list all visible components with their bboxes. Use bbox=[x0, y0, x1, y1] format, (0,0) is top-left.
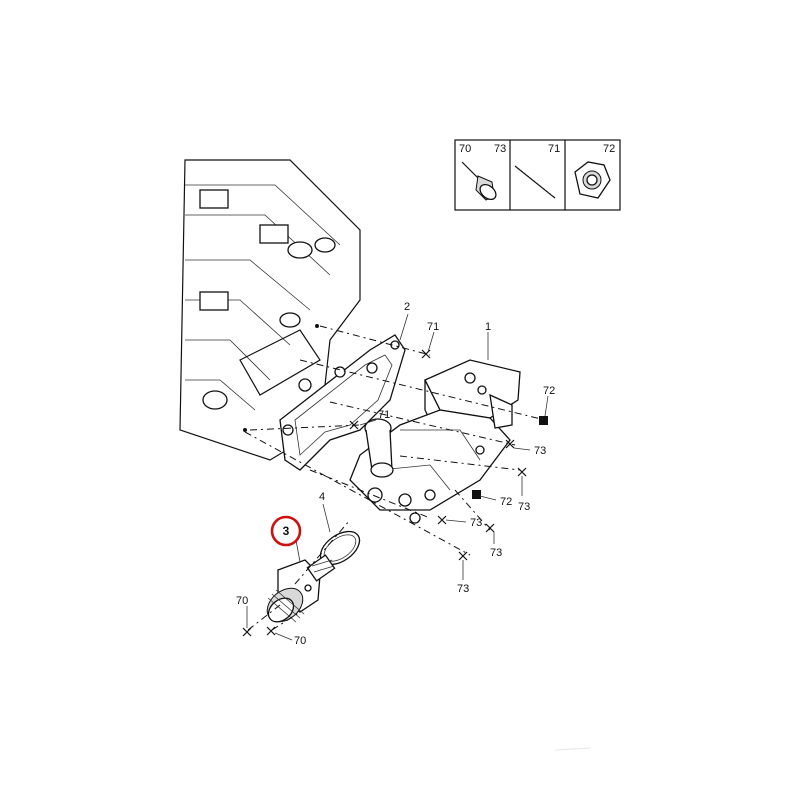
bolt-marker bbox=[505, 439, 515, 449]
thermostat-housing bbox=[349, 359, 521, 524]
legend-label-70: 70 bbox=[459, 143, 471, 155]
callout-housing: 1 bbox=[485, 321, 491, 333]
callout-gasket: 2 bbox=[404, 301, 410, 313]
assembly-axis-lines bbox=[244, 325, 546, 631]
fastener-markers bbox=[242, 349, 548, 637]
callout-bolt-73a: 73 bbox=[534, 445, 546, 457]
legend-label-72: 72 bbox=[603, 143, 615, 155]
stud-marker bbox=[349, 420, 359, 430]
stud-marker bbox=[421, 349, 431, 359]
callout-nut-72a: 72 bbox=[543, 385, 555, 397]
nut-marker bbox=[472, 490, 481, 499]
callout-bolt-70a: 70 bbox=[236, 595, 248, 607]
page-artifact-line bbox=[554, 747, 591, 751]
engine-block bbox=[179, 159, 361, 461]
bolt-marker bbox=[485, 523, 495, 533]
thermostat bbox=[266, 554, 336, 623]
callout-bolt-73b: 73 bbox=[518, 501, 530, 513]
callout-o-ring: 4 bbox=[319, 491, 325, 503]
nut-marker bbox=[539, 416, 548, 425]
callout-bolt-73e: 73 bbox=[457, 583, 469, 595]
leader-lines bbox=[246, 313, 549, 641]
highlight-circle-callout-3: 3 bbox=[270, 515, 302, 547]
callout-nut-72b: 72 bbox=[500, 496, 512, 508]
callout-thermostat: 3 bbox=[283, 524, 290, 538]
bolt-marker bbox=[458, 551, 468, 561]
fastener-legend-box: 70 73 71 72 bbox=[454, 139, 621, 211]
callout-bolt-73c: 73 bbox=[470, 517, 482, 529]
bolt-marker bbox=[517, 467, 527, 477]
legend-label-71: 71 bbox=[548, 143, 560, 155]
bolt-flange-icon bbox=[461, 161, 497, 201]
gasket bbox=[279, 334, 406, 471]
callout-bolt-70b: 70 bbox=[294, 635, 306, 647]
stud-icon bbox=[514, 165, 556, 199]
callouts: 1 2 71 71 72 72 73 73 73 73 73 4 70 70 3 bbox=[236, 301, 555, 647]
bolt-marker bbox=[266, 626, 276, 636]
callout-stud-71b: 71 bbox=[378, 409, 390, 421]
callout-stud-71: 71 bbox=[427, 321, 439, 333]
legend-label-73: 73 bbox=[494, 143, 506, 155]
callout-bolt-73d: 73 bbox=[490, 547, 502, 559]
bolt-marker bbox=[437, 515, 447, 525]
hex-nut-icon bbox=[574, 161, 611, 199]
bolt-marker bbox=[242, 627, 252, 637]
